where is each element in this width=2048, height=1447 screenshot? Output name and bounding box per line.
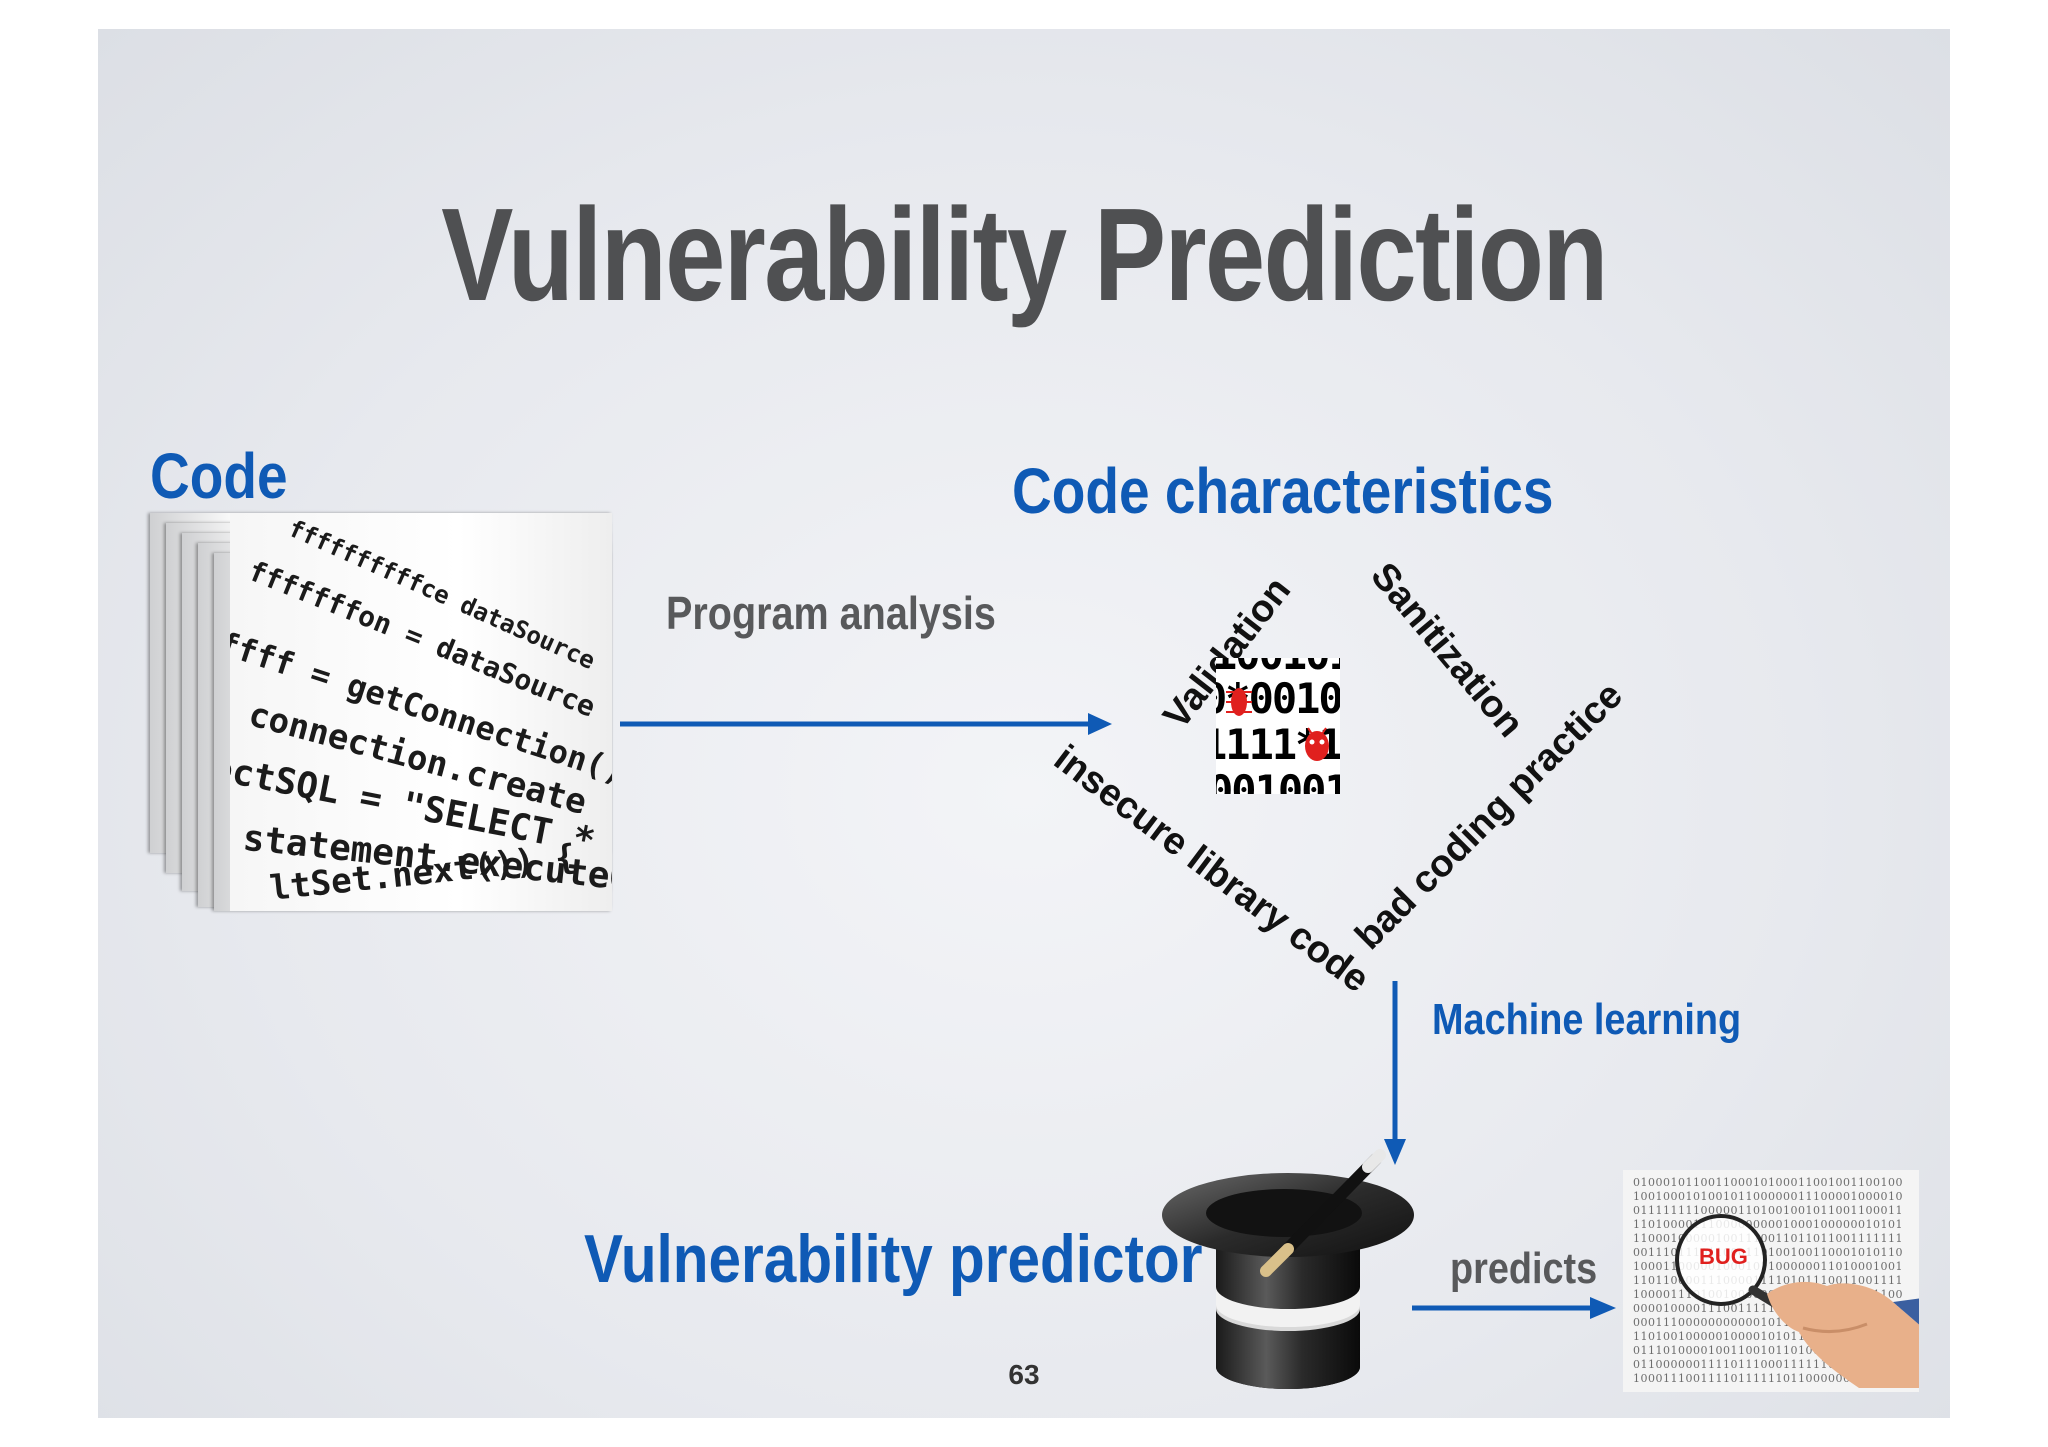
code-characteristics-label: Code characteristics bbox=[1012, 455, 1554, 527]
binary-row: 100101 bbox=[1216, 658, 1340, 679]
binary-texture-line: 100011100111101111110110000000000000 bbox=[1633, 1372, 1903, 1385]
machine-learning-arrow bbox=[1384, 981, 1406, 1165]
vulnerability-predictor-label: Vulnerability predictor bbox=[584, 1221, 1203, 1297]
binary-bug-image: 100101 0*0010 1111*1 001001 bbox=[1216, 658, 1340, 794]
predicts-label: predicts bbox=[1450, 1244, 1598, 1293]
code-image: ffffffffffce dataSource fffffffon = data… bbox=[150, 513, 612, 911]
code-label: Code bbox=[150, 440, 288, 512]
bug-icon bbox=[1226, 688, 1252, 716]
page-number: 63 bbox=[1008, 1359, 1040, 1390]
bug-badge: BUG bbox=[1699, 1244, 1748, 1269]
magic-hat-icon bbox=[1162, 1149, 1414, 1389]
slide-title: Vulnerability Prediction bbox=[441, 181, 1608, 328]
predicts-arrow bbox=[1412, 1297, 1616, 1319]
bug-icon bbox=[1305, 727, 1329, 761]
sanitization-label: Sanitization bbox=[1362, 555, 1532, 746]
program-analysis-label: Program analysis bbox=[666, 587, 996, 639]
binary-texture-line: 011111111000001101001001011001100011 bbox=[1633, 1204, 1903, 1217]
program-analysis-arrow bbox=[620, 713, 1112, 735]
code-snippet: ffffffffffce dataSource fffffffon = data… bbox=[230, 513, 612, 911]
slide: Vulnerability Prediction Code ffffffffff… bbox=[98, 29, 1950, 1418]
machine-learning-label: Machine learning bbox=[1432, 995, 1742, 1044]
binary-row: 001001 bbox=[1216, 766, 1340, 794]
binary-texture-line: 100100010100101100000011100001000010 bbox=[1633, 1190, 1903, 1203]
binary-texture-line: 010001011001100010100011001001100100 bbox=[1633, 1176, 1903, 1189]
hand-icon bbox=[1767, 1281, 1919, 1388]
